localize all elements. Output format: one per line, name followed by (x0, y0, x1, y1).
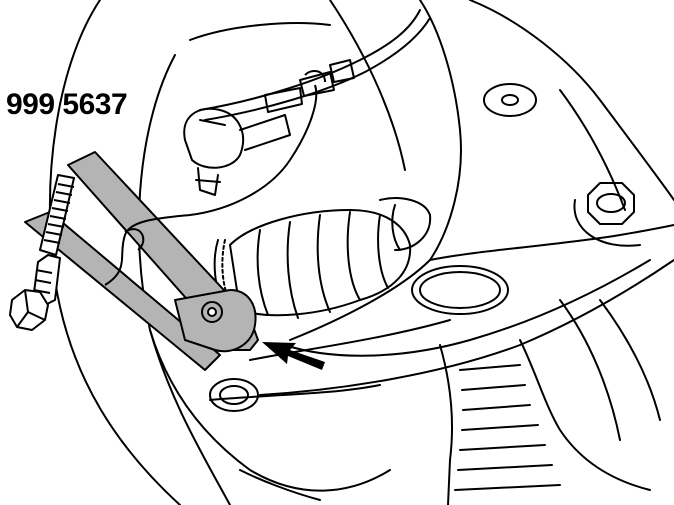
knuckle-bolt (573, 182, 641, 247)
tool-part-number-label: 999 5637 (6, 88, 128, 121)
safety-wire (104, 69, 326, 286)
tie-rod-end (183, 107, 291, 196)
brake-hose (199, 9, 431, 121)
steering-knuckle (259, 0, 674, 396)
indicator-arrow (262, 342, 325, 370)
brake-disc (49, 0, 406, 505)
lower-bracket (439, 299, 661, 505)
puller-tool (9, 151, 259, 371)
control-arm (209, 319, 451, 412)
